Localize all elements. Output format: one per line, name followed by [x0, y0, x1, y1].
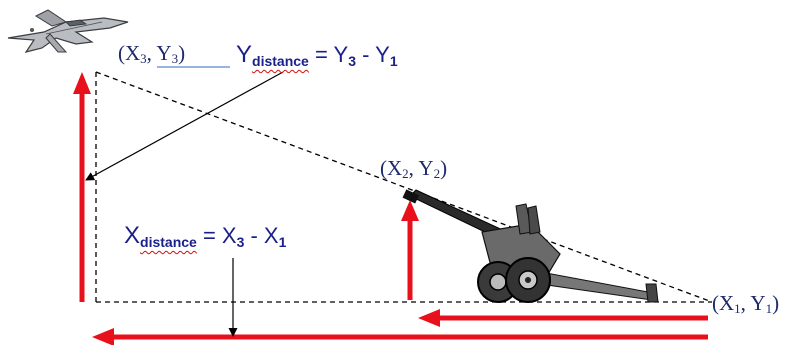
- hypotenuse-line: [95, 71, 713, 303]
- point-label-1: (X1, Y1): [712, 291, 780, 316]
- cannon-vertical-arrow: [401, 200, 419, 300]
- pointer-arrows: [85, 71, 284, 337]
- artillery-cannon-icon: [402, 189, 659, 303]
- fighter-jet-icon: [7, 9, 129, 53]
- short-horizontal-arrow: [418, 309, 708, 327]
- point-label-2: (X2, Y2): [380, 156, 448, 181]
- red-arrows: [73, 72, 708, 346]
- ydistance-equation: Ydistance = Y3 - Y1: [236, 41, 398, 69]
- point-label-3: (X3, Y3): [118, 41, 186, 66]
- long-horizontal-arrow: [92, 328, 708, 346]
- dashed-triangle: [95, 71, 713, 303]
- ydistance-pointer: [85, 71, 284, 181]
- left-vertical-arrow: [73, 72, 91, 302]
- xdistance-equation: Xdistance = X3 - X1: [124, 222, 287, 250]
